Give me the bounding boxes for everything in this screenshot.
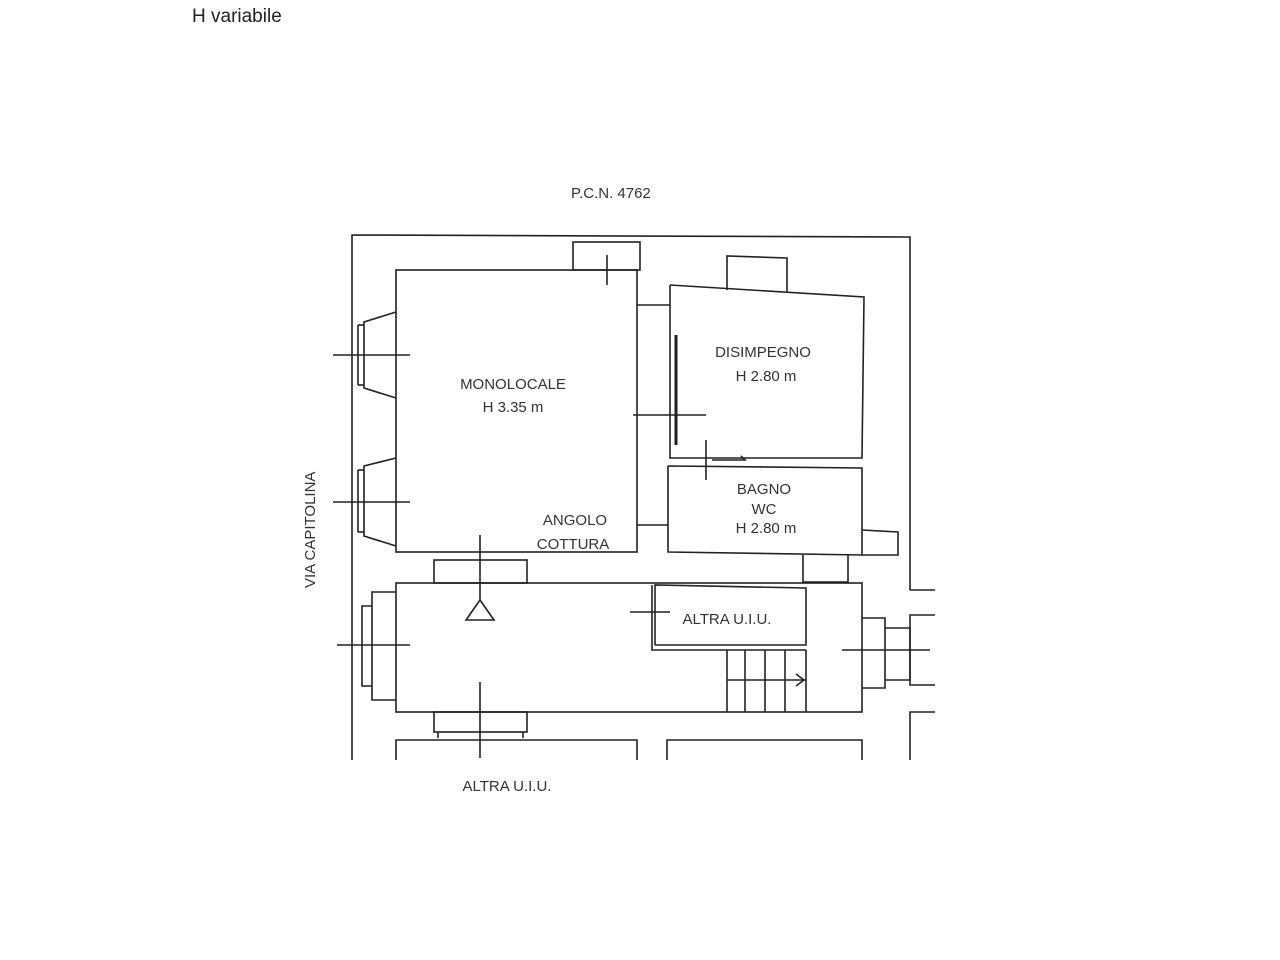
monolocale-height: H 3.35 m [483,399,544,416]
disimpegno-name: DISIMPEGNO [715,344,811,361]
bagno-sub: WC [752,501,777,518]
angolo-cottura-line1: ANGOLO [543,512,607,529]
disimpegno-height: H 2.80 m [736,368,797,385]
bagno-height: H 2.80 m [736,520,797,537]
other-unit-bottom-label: ALTRA U.I.U. [463,778,552,795]
angolo-cottura-line2: COTTURA [537,536,610,553]
other-unit-inner-label: ALTRA U.I.U. [683,611,772,628]
page-title: H variabile [192,6,282,27]
parcel-label: P.C.N. 4762 [571,185,651,202]
bagno-name: BAGNO [737,481,791,498]
monolocale-name: MONOLOCALE [460,376,566,393]
street-label: VIA CAPITOLINA [302,472,319,588]
plan-walls [333,234,935,760]
